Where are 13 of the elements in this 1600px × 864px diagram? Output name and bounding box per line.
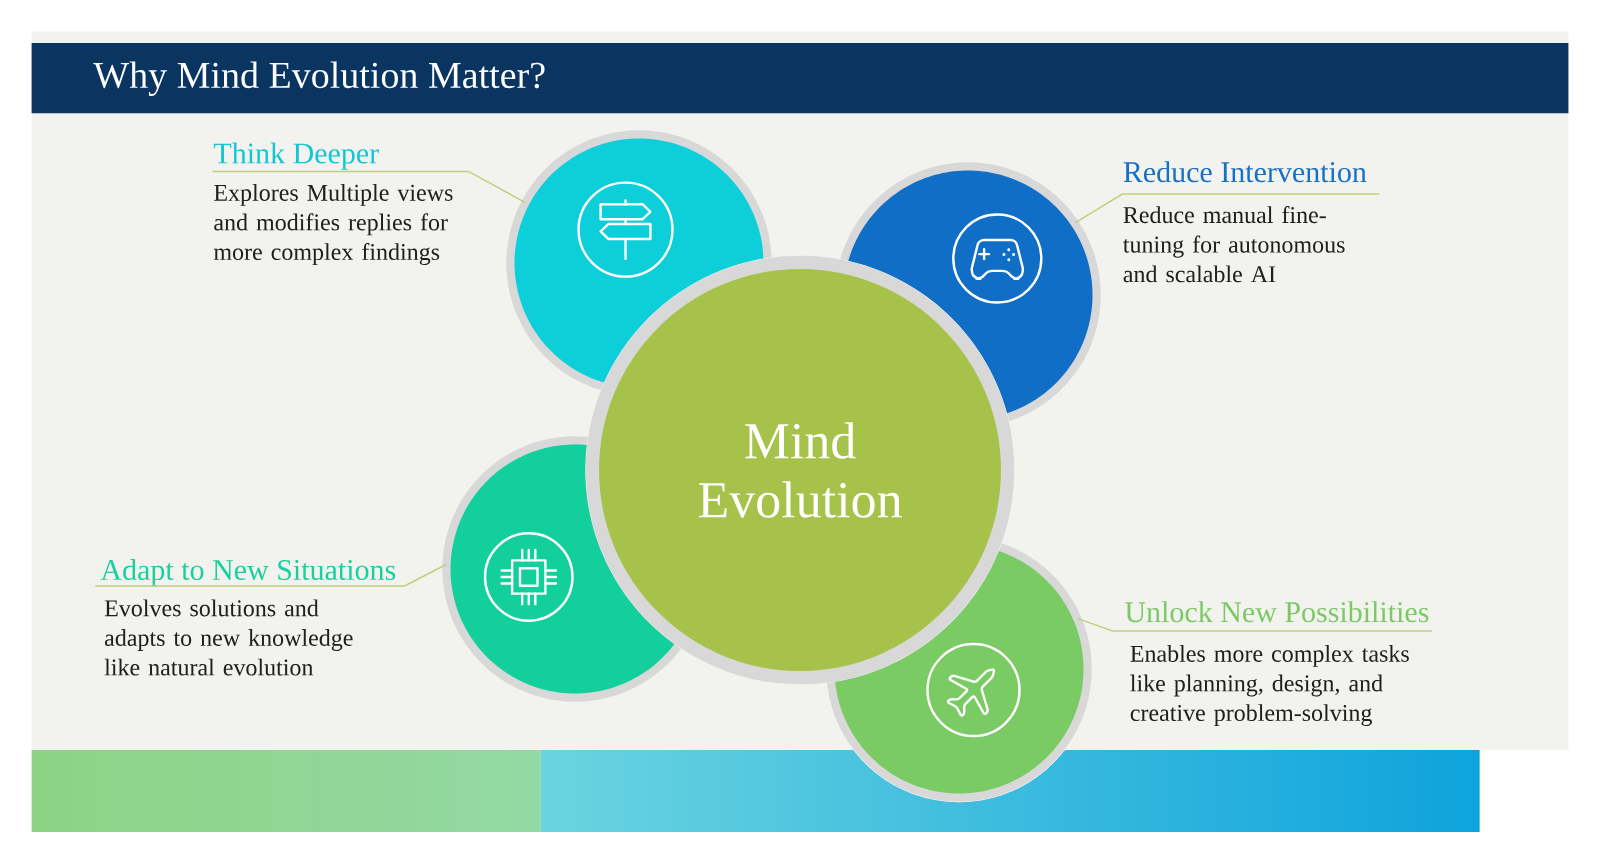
title-banner: Why Mind Evolution Matter? bbox=[31, 42, 1569, 114]
leader-line bbox=[211, 170, 526, 204]
feature-description: Enables more complex tasks like planning, design, and creative problem-solving bbox=[1130, 645, 1409, 727]
feature-description: Explores Multiple views and modifies replies for more complex findings bbox=[213, 184, 453, 266]
feature-heading: Think Deeper bbox=[213, 142, 379, 170]
feature-description: Evolves solutions and adapts to new knowledge like natural evolution bbox=[104, 599, 353, 676]
leader-line bbox=[1074, 193, 1381, 224]
feature-heading: Adapt to New Situations bbox=[100, 559, 396, 587]
leader-line bbox=[1077, 617, 1433, 632]
feature-heading: Reduce Intervention bbox=[1123, 161, 1367, 183]
leader-line bbox=[94, 563, 447, 587]
feature-heading: Unlock New Possibilities bbox=[1125, 601, 1429, 623]
feature-description: Reduce manual fine-tuning for autonomous and scalable AI bbox=[1123, 206, 1345, 283]
